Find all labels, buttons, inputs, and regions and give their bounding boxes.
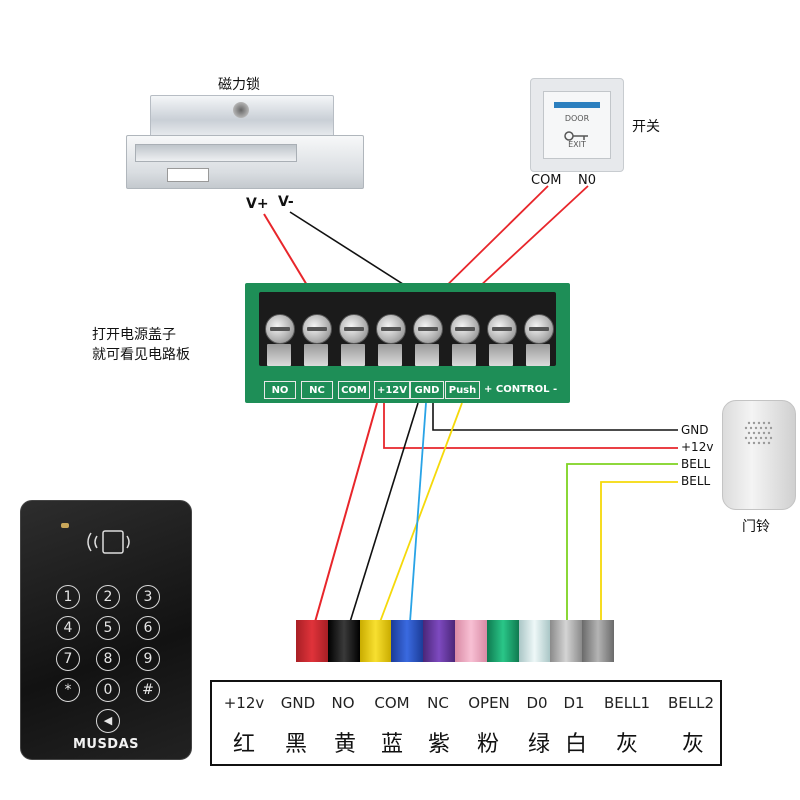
keypad-key-5[interactable]: 5: [96, 616, 120, 640]
com-label: COM: [531, 173, 562, 188]
terminal-label-nc: NC: [301, 381, 333, 399]
terminal-label-com: COM: [338, 381, 370, 399]
legend-header-bell1: BELL1: [603, 694, 651, 712]
legend-color-blue: 蓝: [380, 732, 404, 757]
keypad-key-3[interactable]: 3: [136, 585, 160, 609]
legend-color-yellow: 黄: [333, 732, 357, 757]
legend-color-pink: 粉: [476, 732, 500, 757]
exit-button: DOOR EXIT: [530, 78, 624, 172]
legend-header-nc: NC: [427, 694, 449, 712]
legend-header-d1: D1: [563, 694, 585, 712]
magnetic-lock-armature: [150, 95, 334, 137]
cable-gray-2: [582, 620, 614, 662]
cable-bundle: [296, 620, 614, 662]
legend-header-no: NO: [331, 694, 355, 712]
keypad-key-6[interactable]: 6: [136, 616, 160, 640]
wire-bell2: [600, 481, 678, 622]
open-cover-note-line2: 就可看见电路板: [92, 347, 190, 363]
legend-color-gray-2: 灰: [681, 732, 705, 757]
wire-bell1: [566, 463, 678, 622]
wire-gnd-out: [432, 403, 678, 431]
terminal-label-push: Push: [445, 381, 480, 399]
keypad-brand: MUSDAS: [72, 737, 140, 752]
cable-blue: [391, 620, 424, 662]
wire-label-12v: +12v: [681, 440, 714, 454]
wire-red-to-cable: [314, 402, 378, 623]
switch-title: 开关: [632, 119, 660, 135]
terminal-screw: [450, 314, 480, 344]
terminal-screw: [487, 314, 517, 344]
legend-color-green: 绿: [527, 732, 551, 757]
wire-label-bell2: BELL: [681, 474, 711, 488]
keypad-key-2[interactable]: 2: [96, 585, 120, 609]
cable-black: [327, 620, 360, 662]
keypad-key-9[interactable]: 9: [136, 647, 160, 671]
cable-green: [486, 620, 519, 662]
legend-header-com: COM: [374, 694, 410, 712]
lock-title: 磁力锁: [218, 77, 260, 93]
legend-color-gray-1: 灰: [615, 732, 639, 757]
terminal-screw: [302, 314, 332, 344]
legend-color-purple: 紫: [427, 732, 451, 757]
wire-black-to-cable: [349, 402, 419, 623]
terminal-block: [259, 292, 556, 366]
terminal-screw: [339, 314, 369, 344]
legend-color-red: 红: [232, 732, 256, 757]
wire-blue-to-cable: [409, 402, 427, 623]
wire-color-legend: +12v GND NO COM NC OPEN D0 D1 BELL1 BELL…: [210, 680, 722, 766]
terminal-screw: [265, 314, 295, 344]
wire-label-bell1: BELL: [681, 457, 711, 471]
keypad-key-star[interactable]: *: [56, 678, 80, 702]
keypad-key-0[interactable]: 0: [96, 678, 120, 702]
legend-header-gnd: GND: [280, 694, 316, 712]
keypad-key-1[interactable]: 1: [56, 585, 80, 609]
bell-key-icon[interactable]: ◀: [96, 709, 120, 733]
cable-yellow: [359, 620, 392, 662]
wire-switch-com: [431, 185, 549, 301]
legend-color-white: 白: [564, 732, 588, 757]
wire-switch-no: [464, 185, 589, 301]
terminal-label-gnd: GND: [410, 381, 444, 399]
vminus-label: V-: [278, 194, 294, 210]
cable-red: [296, 620, 328, 662]
legend-header-bell2: BELL2: [667, 694, 715, 712]
exit-button-exit-text: EXIT: [568, 140, 586, 149]
terminal-screw: [376, 314, 406, 344]
wire-label-gnd: GND: [681, 423, 709, 437]
keypad-key-8[interactable]: 8: [96, 647, 120, 671]
cable-white: [518, 620, 551, 662]
doorbell: [722, 400, 796, 510]
keypad-key-7[interactable]: 7: [56, 647, 80, 671]
wire-yellow-to-cable: [379, 402, 463, 623]
terminal-screw: [524, 314, 554, 344]
legend-header-12v: +12v: [223, 694, 265, 712]
access-control-keypad: 1 2 3 4 5 6 7 8 9 * 0 # ◀ MUSDAS: [20, 500, 192, 760]
no-label: N0: [578, 173, 596, 188]
vplus-label: V+: [246, 196, 269, 212]
keypad-key-hash[interactable]: #: [136, 678, 160, 702]
speaker-grille-icon: [744, 421, 773, 445]
magnetic-lock-body: [126, 135, 364, 189]
status-led: [61, 523, 69, 528]
wire-12v-out: [383, 403, 678, 449]
open-cover-note-line1: 打开电源盖子: [92, 327, 176, 343]
legend-header-d0: D0: [526, 694, 548, 712]
terminal-label-12v: +12V: [374, 381, 410, 399]
control-label: + CONTROL -: [484, 384, 558, 395]
legend-color-black: 黑: [284, 732, 308, 757]
legend-header-open: OPEN: [468, 694, 510, 712]
keypad-key-4[interactable]: 4: [56, 616, 80, 640]
key-icon: [564, 126, 590, 141]
rfid-card-icon: [81, 525, 141, 559]
cable-purple: [423, 620, 455, 662]
cable-pink: [454, 620, 487, 662]
cable-gray-1: [550, 620, 583, 662]
terminal-label-no: NO: [264, 381, 296, 399]
terminal-screw: [413, 314, 443, 344]
doorbell-label: 门铃: [742, 519, 770, 535]
exit-button-door-text: DOOR: [564, 114, 590, 123]
